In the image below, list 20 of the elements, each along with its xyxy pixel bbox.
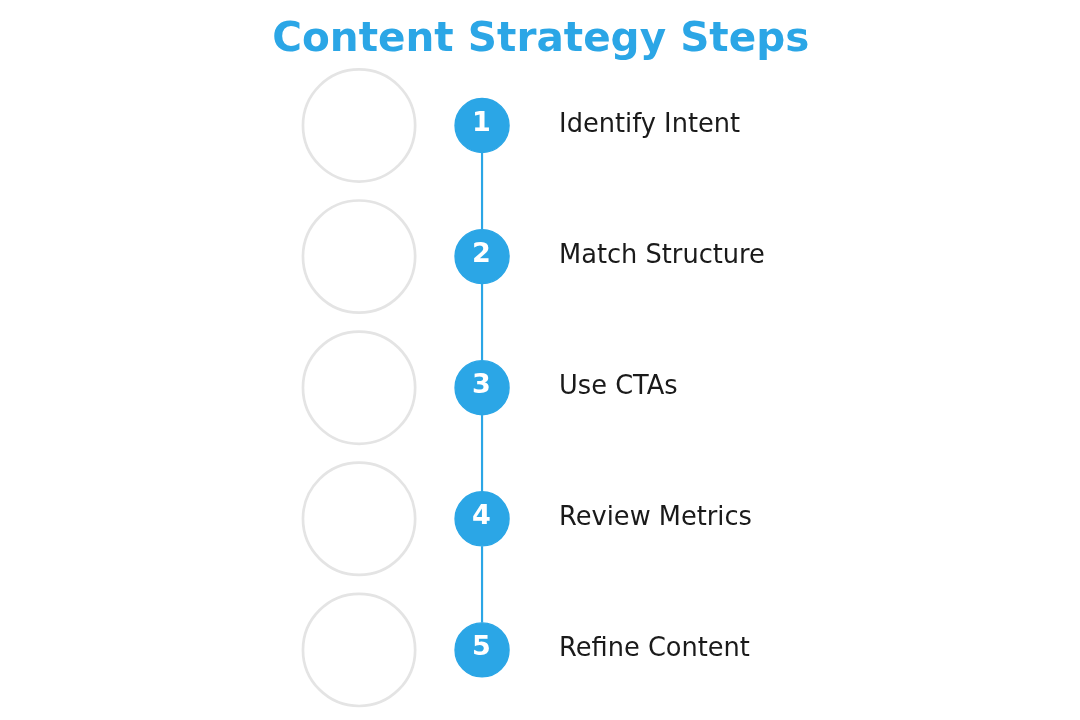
diagram-title: Content Strategy Steps — [271, 12, 809, 61]
node-circle — [301, 461, 416, 577]
node-label: Use CTAs — [558, 370, 678, 401]
node-label: Identify Intent — [558, 107, 740, 138]
node-circle: 2 — [453, 228, 510, 285]
node-circle: 1 — [453, 97, 510, 154]
node-circle — [301, 592, 416, 708]
node-label: Review Metrics — [558, 501, 752, 532]
node-circle: 4 — [453, 491, 510, 547]
connector — [480, 546, 483, 623]
node-label: Refine Content — [558, 632, 750, 663]
node-circle — [301, 68, 416, 183]
node-circle: 3 — [453, 360, 510, 416]
node-label: Match Structure — [558, 238, 765, 269]
node-circle: 5 — [453, 622, 510, 678]
connector — [480, 283, 483, 361]
connector — [480, 415, 483, 492]
connector — [480, 152, 483, 230]
node-circle — [301, 199, 416, 315]
node-circle — [301, 330, 416, 446]
